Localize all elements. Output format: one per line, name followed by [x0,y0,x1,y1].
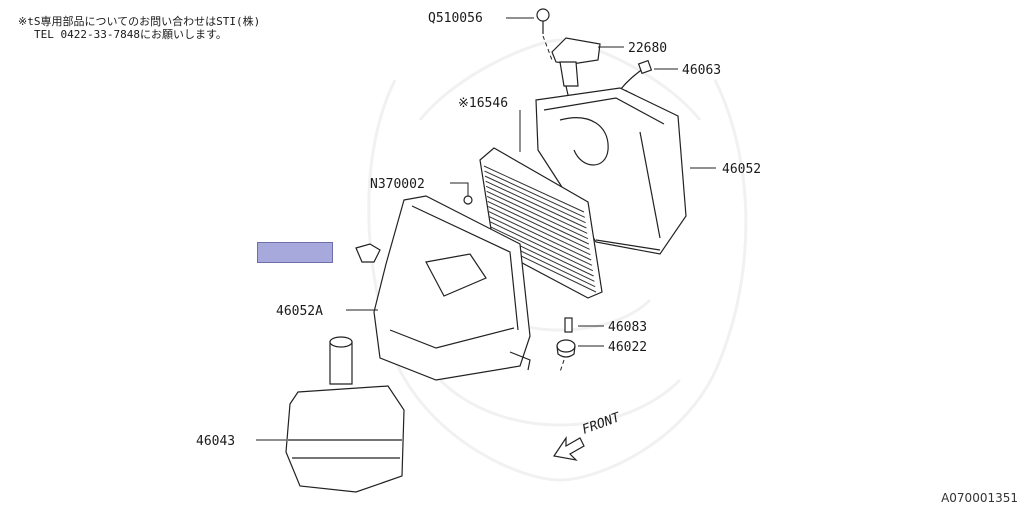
front-label: FRONT [580,410,623,438]
part-46052a-lower-case[interactable] [373,195,531,381]
filter-pleat [485,185,588,234]
part-n370002-nut[interactable] [463,195,473,205]
part-46083-bolt[interactable] [564,317,573,333]
highlighted-part-label-box[interactable] [257,242,333,263]
part-clip-highlighted[interactable] [355,243,381,263]
front-direction-arrow-icon [552,436,585,461]
label-22680[interactable]: 22680 [628,41,667,56]
filter-pleat [487,201,590,250]
filter-pleat [483,165,585,213]
filter-pleat [489,221,594,272]
label-46052a[interactable]: 46052A [276,304,323,319]
leader-n370002 [450,182,469,196]
filter-pleat [486,195,590,245]
filter-pleat [486,190,589,240]
label-46052[interactable]: 46052 [722,162,761,177]
inquiry-note-line-1: ※tS専用部品についてのお問い合わせはSTI(株) [18,15,261,28]
filter-pleat [485,180,587,229]
filter-pleat [484,170,586,218]
part-q510056-bolt[interactable] [536,8,553,61]
filter-pleat [488,206,591,256]
filter-pleat [489,216,593,266]
label-46083[interactable]: 46083 [608,320,647,335]
part-46043-resonator[interactable] [285,336,405,493]
label-46043[interactable]: 46043 [196,434,235,449]
diagram-code: A070001351 [941,491,1018,505]
label-q510056[interactable]: Q510056 [428,11,483,26]
inquiry-note-line-2: TEL 0422-33-7848にお願いします。 [34,28,227,41]
label-16546[interactable]: ※16546 [458,96,508,111]
filter-pleat [490,226,594,277]
part-46022-grommet[interactable] [556,339,576,373]
part-46052-upper-case[interactable] [535,87,687,255]
label-46022[interactable]: 46022 [608,340,647,355]
filter-pleat [484,175,586,224]
label-n370002[interactable]: N370002 [370,177,425,192]
filter-pleat [488,211,592,261]
label-46063[interactable]: 46063 [682,63,721,78]
